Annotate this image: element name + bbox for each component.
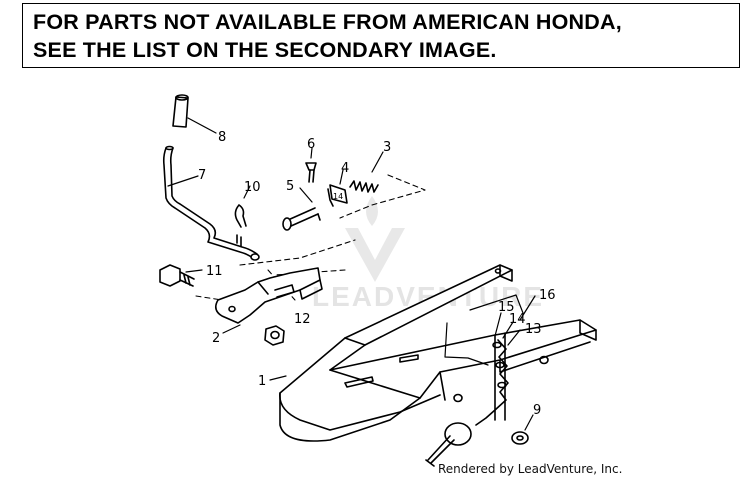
bracket-part: 14 (327, 184, 348, 207)
callout-13: 13 (525, 322, 542, 337)
callout-labels: 8 7 10 5 6 4 3 11 12 2 1 9 15 14 13 16 (198, 130, 556, 418)
latch-plate-part (214, 267, 323, 324)
callout-4: 4 (341, 161, 349, 176)
callout-2: 2 (212, 331, 220, 346)
leader-lines (167, 117, 536, 431)
callout-8: 8 (218, 130, 226, 145)
callout-14: 14 (509, 312, 526, 327)
notice-line-1: FOR PARTS NOT AVAILABLE FROM AMERICAN HO… (33, 10, 622, 34)
watermark-logo: LEADVENTURE (312, 196, 542, 312)
callout-15: 15 (498, 300, 515, 315)
render-credit: Rendered by LeadVenture, Inc. (438, 462, 623, 476)
nut-part (264, 325, 285, 346)
parts-notice-box: FOR PARTS NOT AVAILABLE FROM AMERICAN HO… (22, 3, 740, 68)
chain-part (475, 332, 509, 426)
drawbar-frame-part (279, 264, 597, 442)
callout-10: 10 (244, 180, 261, 195)
callout-6: 6 (307, 137, 315, 152)
callout-3: 3 (383, 140, 391, 155)
washer-part (511, 431, 529, 445)
callout-1: 1 (258, 374, 266, 389)
hitch-pin-part (425, 422, 472, 467)
callout-16: 16 (539, 288, 556, 303)
handle-grip-part (172, 94, 189, 128)
clevis-pin-part (282, 207, 321, 231)
callout-7: 7 (198, 168, 206, 183)
callout-5: 5 (286, 179, 294, 194)
svg-text:14: 14 (333, 192, 343, 201)
bolt-part (159, 264, 195, 287)
callout-9: 9 (533, 403, 541, 418)
callout-11: 11 (206, 264, 223, 279)
spring-part (349, 180, 379, 193)
callout-12: 12 (294, 312, 311, 327)
cotter-pin-part (305, 162, 317, 183)
notice-line-2: SEE THE LIST ON THE SECONDARY IMAGE. (33, 38, 497, 62)
lift-rod-part (162, 145, 260, 261)
hairpin-clip-part (234, 204, 247, 247)
